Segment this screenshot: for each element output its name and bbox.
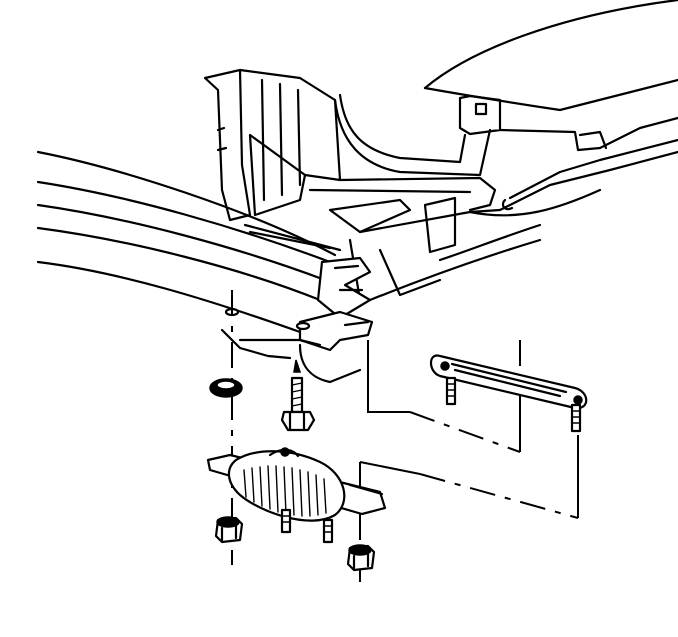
nut-lower-left <box>214 516 244 544</box>
hex-bolt <box>280 359 316 432</box>
bracket-stud-right <box>570 403 582 433</box>
lamp-stud-left <box>280 508 292 534</box>
washer-upper <box>209 378 243 398</box>
leader-lines <box>231 290 579 582</box>
fender-panel <box>423 0 678 212</box>
inner-wheelhouse-structure <box>203 68 602 302</box>
bracket-stud-left <box>445 376 457 406</box>
lamp-stud-right <box>322 518 334 544</box>
bumper-impact-bar <box>36 150 374 384</box>
fog-lamp-assembly <box>206 447 387 544</box>
mounting-bracket <box>429 354 588 433</box>
lamp-lens-ribs <box>243 465 327 517</box>
nut-lower-right <box>346 544 376 572</box>
